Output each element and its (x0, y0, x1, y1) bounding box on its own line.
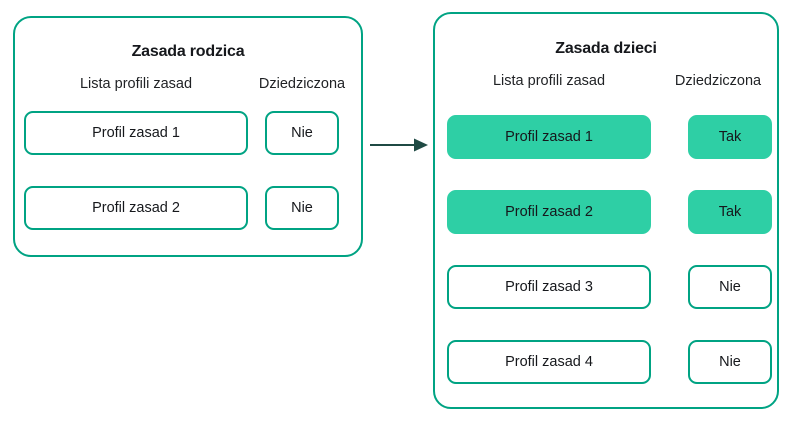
parent-profile-cell-1[interactable]: Profil zasad 1 (24, 111, 248, 155)
child-policy-panel: Zasada dzieci Lista profili zasad Dziedz… (433, 12, 779, 409)
parent-panel-title: Zasada rodzica (131, 43, 245, 60)
child-column-headers: Lista profili zasad Dziedziczona (435, 73, 777, 93)
parent-column-headers: Lista profili zasad Dziedziczona (15, 76, 361, 96)
parent-header-inherited: Dziedziczona (258, 76, 346, 92)
parent-row-2: Profil zasad 2 Nie (15, 186, 361, 230)
child-inherited-badge-4[interactable]: Nie (688, 340, 772, 384)
child-profile-cell-2[interactable]: Profil zasad 2 (447, 190, 651, 234)
child-profile-cell-4[interactable]: Profil zasad 4 (447, 340, 651, 384)
child-profile-cell-1[interactable]: Profil zasad 1 (447, 115, 651, 159)
child-panel-title: Zasada dzieci (555, 40, 657, 57)
child-header-inherited: Dziedziczona (674, 73, 762, 89)
child-inherited-badge-3[interactable]: Nie (688, 265, 772, 309)
parent-profile-cell-2[interactable]: Profil zasad 2 (24, 186, 248, 230)
child-profile-cell-3[interactable]: Profil zasad 3 (447, 265, 651, 309)
child-inherited-badge-2[interactable]: Tak (688, 190, 772, 234)
child-header-profiles: Lista profili zasad (492, 73, 606, 89)
child-row-4: Profil zasad 4 Nie (435, 340, 777, 384)
child-row-2: Profil zasad 2 Tak (435, 190, 777, 234)
parent-inherited-badge-2[interactable]: Nie (265, 186, 339, 230)
arrow-right-icon (370, 135, 428, 155)
parent-row-1: Profil zasad 1 Nie (15, 111, 361, 155)
child-row-3: Profil zasad 3 Nie (435, 265, 777, 309)
child-inherited-badge-1[interactable]: Tak (688, 115, 772, 159)
parent-header-profiles: Lista profili zasad (79, 76, 193, 92)
child-row-1: Profil zasad 1 Tak (435, 115, 777, 159)
parent-policy-panel: Zasada rodzica Lista profili zasad Dzied… (13, 16, 363, 257)
parent-inherited-badge-1[interactable]: Nie (265, 111, 339, 155)
